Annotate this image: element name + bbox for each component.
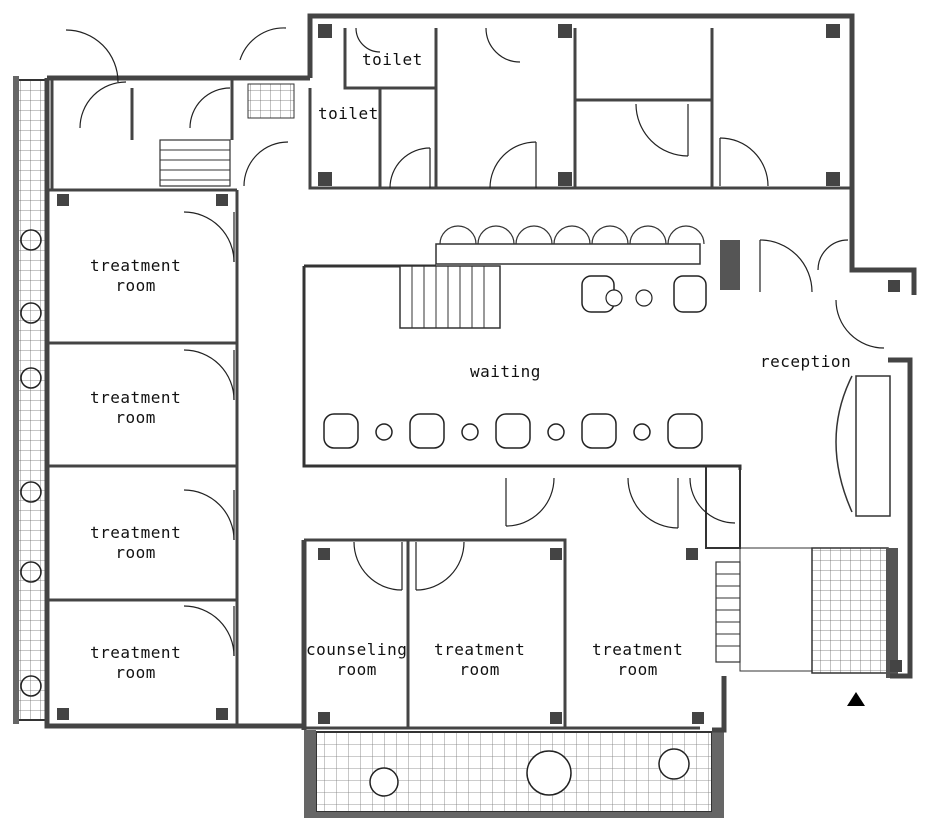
room-label-toilet-2: toilet: [318, 104, 379, 124]
room-label-line-1: treatment: [592, 640, 684, 659]
room-label-line-2: room: [115, 543, 156, 562]
room-label-treatment-5: treatment room: [434, 640, 525, 680]
reception-counter: [835, 375, 891, 517]
room-label-text: toilet: [362, 50, 423, 69]
inner-walls: [47, 28, 850, 730]
room-label-text: toilet: [318, 104, 379, 123]
room-label-treatment-3: treatment room: [90, 523, 181, 563]
room-label-line-1: counseling: [306, 640, 408, 659]
room-label-line-2: room: [115, 663, 156, 682]
stair-entrance: [715, 561, 741, 663]
entrance-marker-icon: [847, 692, 865, 706]
room-label-waiting: waiting: [470, 362, 541, 382]
room-label-treatment-4: treatment room: [90, 643, 181, 683]
bottom-terrace: [304, 728, 724, 818]
room-label-line-2: room: [459, 660, 500, 679]
room-label-treatment-2: treatment room: [90, 388, 181, 428]
room-label-line-2: room: [115, 276, 156, 295]
room-label-treatment-1: treatment room: [90, 256, 181, 296]
room-label-line-1: treatment: [90, 523, 182, 542]
room-label-text: reception: [760, 352, 852, 371]
room-label-line-2: room: [115, 408, 156, 427]
room-label-counseling: counseling room: [306, 640, 407, 680]
room-label-line-1: treatment: [90, 643, 182, 662]
entrance-tiles: [739, 547, 898, 678]
room-label-toilet-1: toilet: [362, 50, 423, 70]
left-balcony: [13, 76, 48, 724]
waiting-area: [302, 225, 742, 549]
room-label-line-1: treatment: [434, 640, 526, 659]
room-label-line-1: treatment: [90, 256, 182, 275]
room-label-reception: reception: [760, 352, 851, 372]
room-label-line-2: room: [617, 660, 658, 679]
columns: [57, 24, 902, 724]
room-label-treatment-6: treatment room: [592, 640, 683, 680]
stair-top-left: [159, 83, 295, 187]
room-label-line-2: room: [336, 660, 377, 679]
outer-walls: [44, 13, 917, 733]
room-label-text: waiting: [470, 362, 541, 381]
room-label-line-1: treatment: [90, 388, 182, 407]
doors: [65, 27, 885, 657]
